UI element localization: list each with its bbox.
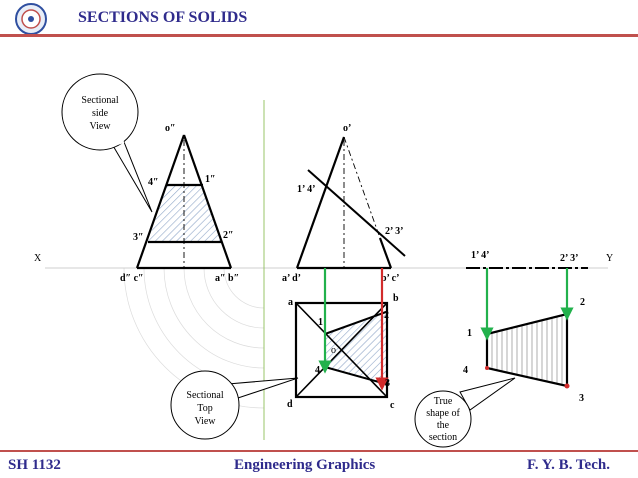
x-label: X (34, 253, 42, 264)
true-point-23-label: 2’ 3’ (560, 253, 578, 264)
footer-class: F. Y. B. Tech. (527, 457, 610, 473)
y-label: Y (606, 253, 613, 264)
callout-true-line-3: the (437, 420, 450, 431)
callout-side-line-2: side (92, 108, 109, 119)
university-emblem-icon (15, 3, 47, 35)
callout-top-line-3: View (194, 416, 216, 427)
top-corner-c-label: c (390, 400, 395, 411)
callout-top-line-2: Top (197, 403, 212, 414)
side-apex-label: o″ (165, 123, 176, 134)
side-section-hatch (148, 185, 221, 242)
top-apex-label: o (331, 345, 336, 356)
top-view: a b c d 1 2 3 4 o (287, 268, 399, 411)
true-point-1-label: 1 (467, 328, 472, 339)
true-point-2-label: 2 (580, 297, 585, 308)
side-base-right-label: a″ b″ (215, 273, 239, 284)
true-shape: 1’ 4’ 2’ 3’ 1 2 3 4 (463, 250, 588, 404)
top-section-hatch (325, 312, 386, 384)
front-point-23-label: 2’ 3’ (385, 226, 403, 237)
side-base-left-label: d″ c″ (120, 273, 144, 284)
cutting-plane-line (307, 169, 406, 257)
top-corner-b-label: b (393, 293, 399, 304)
footer-rule (0, 450, 638, 452)
front-view: o’ 1’ 4’ 2’ 3’ a’ d’ b’ c’ (282, 123, 406, 284)
callout-top-line-1: Sectional (186, 390, 223, 401)
front-base-right-label: b’ c’ (381, 273, 399, 284)
callout-side-line-1: Sectional (81, 95, 118, 106)
side-view: o″ 4″ 1″ 3″ 2″ d″ c″ a″ b″ (120, 123, 239, 284)
callout-true-line-2: shape of (426, 408, 460, 419)
side-point-1-label: 1″ (205, 174, 216, 185)
side-point-4-label: 4″ (148, 177, 159, 188)
top-point-2-label: 2 (384, 310, 389, 321)
callout-side-view: Sectional side View (61, 73, 153, 213)
top-corner-a-label: a (288, 297, 293, 308)
true-shape-hatch (487, 314, 567, 386)
side-point-2-label: 2″ (223, 230, 234, 241)
callout-top-view: Sectional Top View (170, 370, 299, 440)
true-point-4-label: 4 (463, 365, 468, 376)
footer-course-code: SH 1132 (8, 457, 61, 473)
side-point-3-label: 3″ (133, 232, 144, 243)
callout-true-shape: True shape of the section (414, 377, 516, 448)
footer-subject: Engineering Graphics (234, 457, 376, 473)
front-point-14-label: 1’ 4’ (297, 184, 315, 195)
header-rule (0, 34, 638, 37)
true-point-3-label: 3 (579, 393, 584, 404)
top-point-4-label: 4 (315, 365, 320, 376)
callout-true-line-1: True (434, 396, 453, 407)
top-point-3-label: 3 (385, 378, 390, 389)
true-point-14-label: 1’ 4’ (471, 250, 489, 261)
slide-title: SECTIONS OF SOLIDS (78, 9, 248, 26)
callout-side-line-3: View (89, 121, 111, 132)
front-base-left-label: a’ d’ (282, 273, 301, 284)
top-point-1-label: 1 (318, 317, 323, 328)
callout-true-line-4: section (429, 432, 457, 443)
top-corner-d-label: d (287, 399, 293, 410)
front-apex-label: o’ (343, 123, 351, 134)
